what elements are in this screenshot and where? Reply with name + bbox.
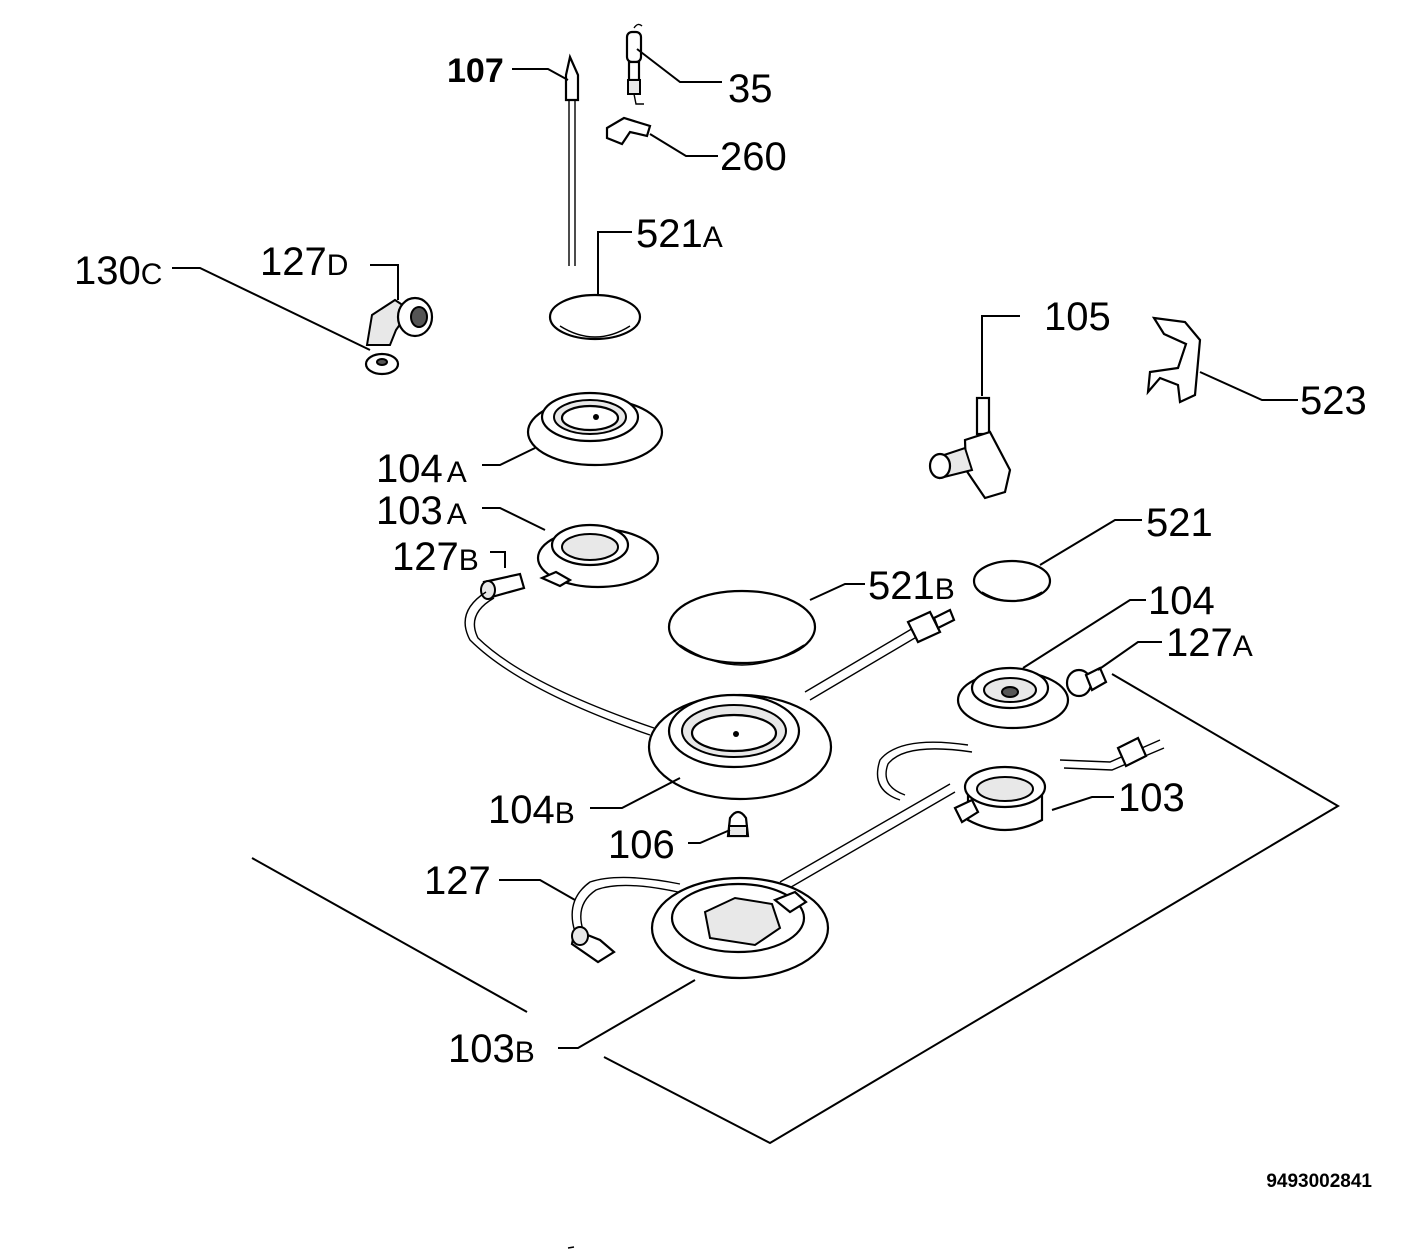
- label-127: 127: [424, 859, 491, 903]
- part-521a-burner-cap: [548, 293, 642, 341]
- leader-lines: [172, 48, 1298, 1049]
- injector-pipe-b: [804, 608, 956, 701]
- part-127-fitting: [570, 876, 681, 964]
- part-103b-burner-base: [650, 876, 830, 980]
- gas-tube-b: [876, 736, 1165, 801]
- part-35-electrode: [625, 23, 644, 105]
- gas-tube-a: [464, 591, 655, 736]
- hob-outline: [251, 673, 1340, 1145]
- part-130c-washer: [364, 352, 400, 376]
- label-105: 105: [1044, 295, 1111, 339]
- label-130c: 130C: [74, 249, 162, 293]
- part-105-gas-tap: [928, 396, 1012, 500]
- label-521a: 521A: [636, 212, 723, 256]
- injector-pipe-c: [779, 783, 956, 891]
- label-106: 106: [608, 823, 675, 867]
- part-104a-burner-crown: [526, 391, 664, 467]
- label-521b: 521B: [868, 564, 955, 608]
- part-104-burner-crown: [956, 666, 1070, 730]
- label-104b: 104B: [488, 788, 575, 832]
- label-35: 35: [728, 67, 773, 111]
- part-107-thermocouple: [564, 53, 580, 266]
- part-104b-burner-crown: [647, 693, 833, 801]
- document-code: 9493002841: [1266, 1171, 1372, 1192]
- part-523-bracket: [1146, 316, 1202, 404]
- label-103: 103: [1118, 776, 1185, 820]
- label-127b: 127B: [392, 535, 479, 579]
- label-104: 104: [1148, 579, 1215, 623]
- label-103b: 103B: [448, 1027, 535, 1071]
- label-127a: 127A: [1166, 621, 1253, 665]
- part-521-burner-cap: [972, 559, 1052, 603]
- label-260: 260: [720, 135, 787, 179]
- part-260-clip: [605, 116, 652, 146]
- part-521b-burner-cap: [667, 589, 817, 666]
- part-127d-elbow-fitting: [365, 296, 434, 346]
- label-127d: 127D: [260, 240, 348, 284]
- label-107: 107: [447, 52, 504, 90]
- part-106-injector: [726, 810, 750, 838]
- label-523: 523: [1300, 379, 1367, 423]
- part-103-burner-base: [953, 765, 1047, 831]
- part-127a-fitting: [1065, 666, 1108, 698]
- part-127b-fitting: [480, 572, 526, 600]
- label-521: 521: [1146, 501, 1213, 545]
- part-103a-burner-base: [536, 523, 660, 589]
